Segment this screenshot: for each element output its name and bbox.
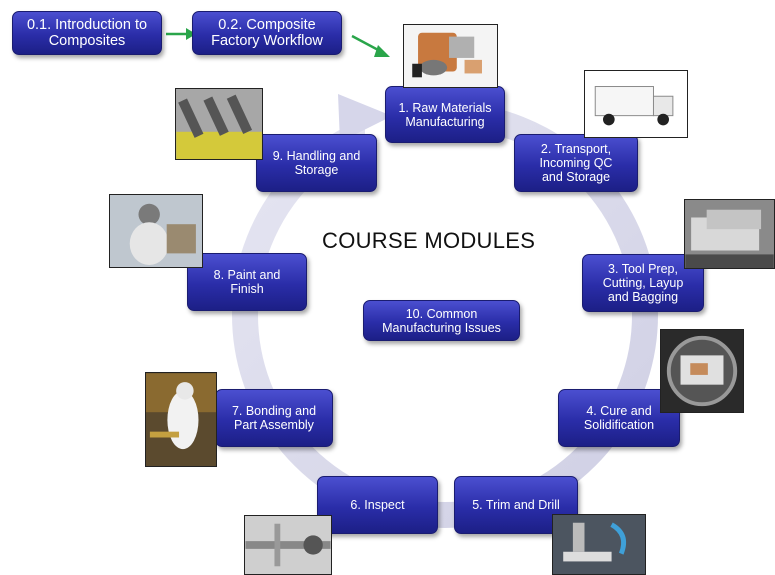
intro-to-composites-box[interactable]: 0.1. Introduction to Composites [12,11,162,55]
diagram-title: COURSE MODULES [322,228,536,253]
ring-arrowhead [338,94,392,142]
paint-photo [109,194,203,268]
tool-prep-photo [684,199,775,269]
raw-materials-photo [403,24,498,88]
handling-photo [175,88,263,160]
composite-factory-workflow-box[interactable]: 0.2. Composite Factory Workflow [192,11,342,55]
module-4-cure[interactable]: 4. Cure and Solidification [558,389,680,447]
inspect-photo [244,515,332,575]
module-6-inspect[interactable]: 6. Inspect [317,476,438,534]
module-9-handling[interactable]: 9. Handling and Storage [256,134,377,192]
module-7-bonding[interactable]: 7. Bonding and Part Assembly [215,389,333,447]
module-1-raw-materials[interactable]: 1. Raw Materials Manufacturing [385,86,505,143]
bonding-photo [145,372,217,467]
module-3-tool-prep[interactable]: 3. Tool Prep, Cutting, Layup and Bagging [582,254,704,312]
trim-drill-photo [552,514,646,575]
autoclave-photo [660,329,744,413]
module-2-transport[interactable]: 2. Transport, Incoming QC and Storage [514,134,638,192]
module-8-paint[interactable]: 8. Paint and Finish [187,253,307,311]
truck-photo [584,70,688,138]
module-10-common-issues[interactable]: 10. Common Manufacturing Issues [363,300,520,341]
